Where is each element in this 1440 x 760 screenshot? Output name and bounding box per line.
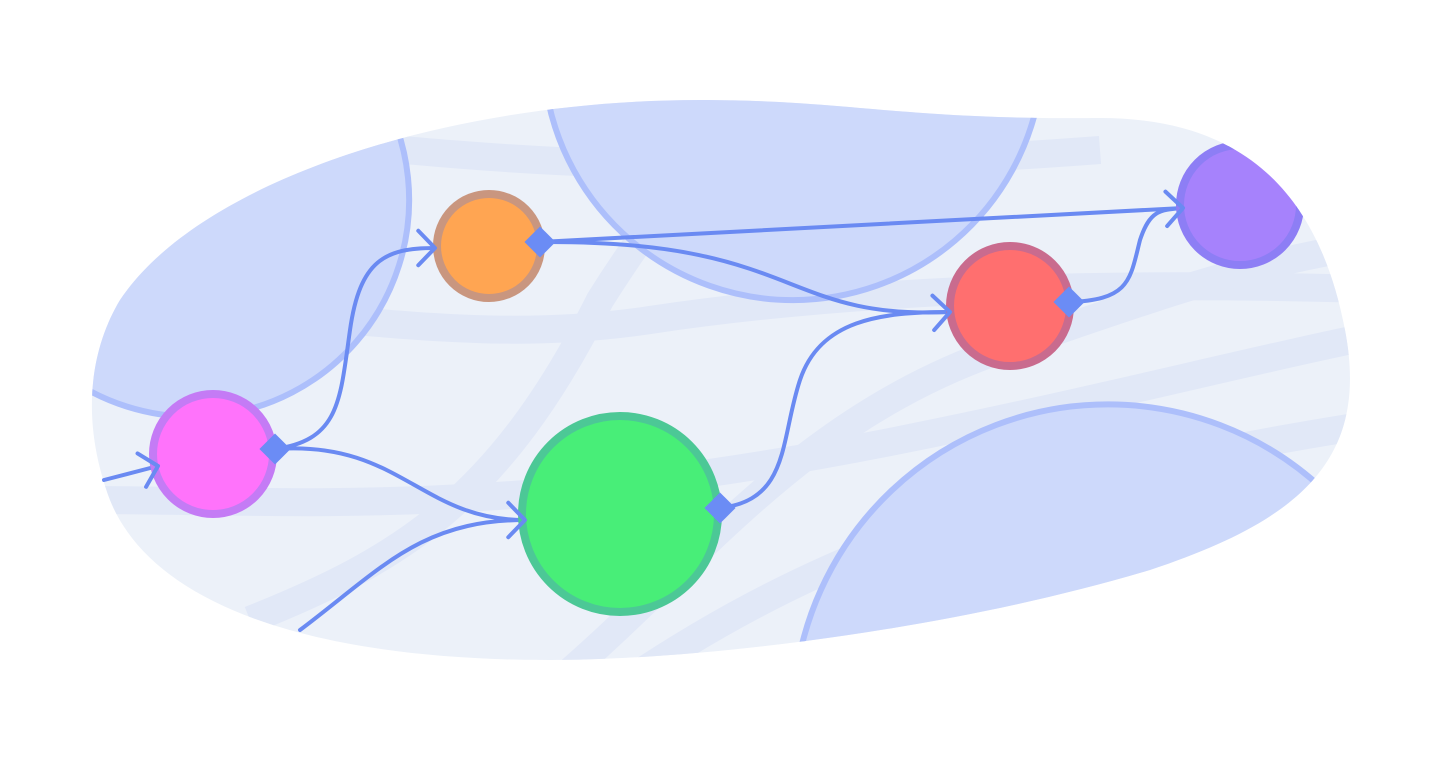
arrowhead-icon [135,451,160,489]
edge-red-to-purple[interactable] [1067,206,1185,304]
edge-green-to-red[interactable] [718,310,952,510]
arrowhead-icon [506,500,527,540]
arrowhead-icon [416,228,437,268]
node-green[interactable] [518,412,722,616]
node-magenta[interactable] [149,390,277,518]
node-purple[interactable] [1176,141,1304,269]
edge-orange-to-purple[interactable] [538,206,1185,244]
edge-orange-to-red[interactable] [538,239,952,315]
output-port-diamond[interactable] [259,433,291,465]
arrowhead-icon [930,293,952,333]
node-red[interactable] [946,242,1074,370]
edge-magenta-to-orange[interactable] [273,246,437,451]
arrowhead-icon [1163,189,1185,229]
region-top-middle [542,100,1044,304]
edge-magenta-to-green[interactable] [273,446,527,522]
edge-external-to-green[interactable] [298,518,527,632]
output-port-diamond[interactable] [1053,286,1085,318]
edge-external-to-magenta[interactable] [102,464,160,482]
node-orange[interactable] [433,190,545,302]
